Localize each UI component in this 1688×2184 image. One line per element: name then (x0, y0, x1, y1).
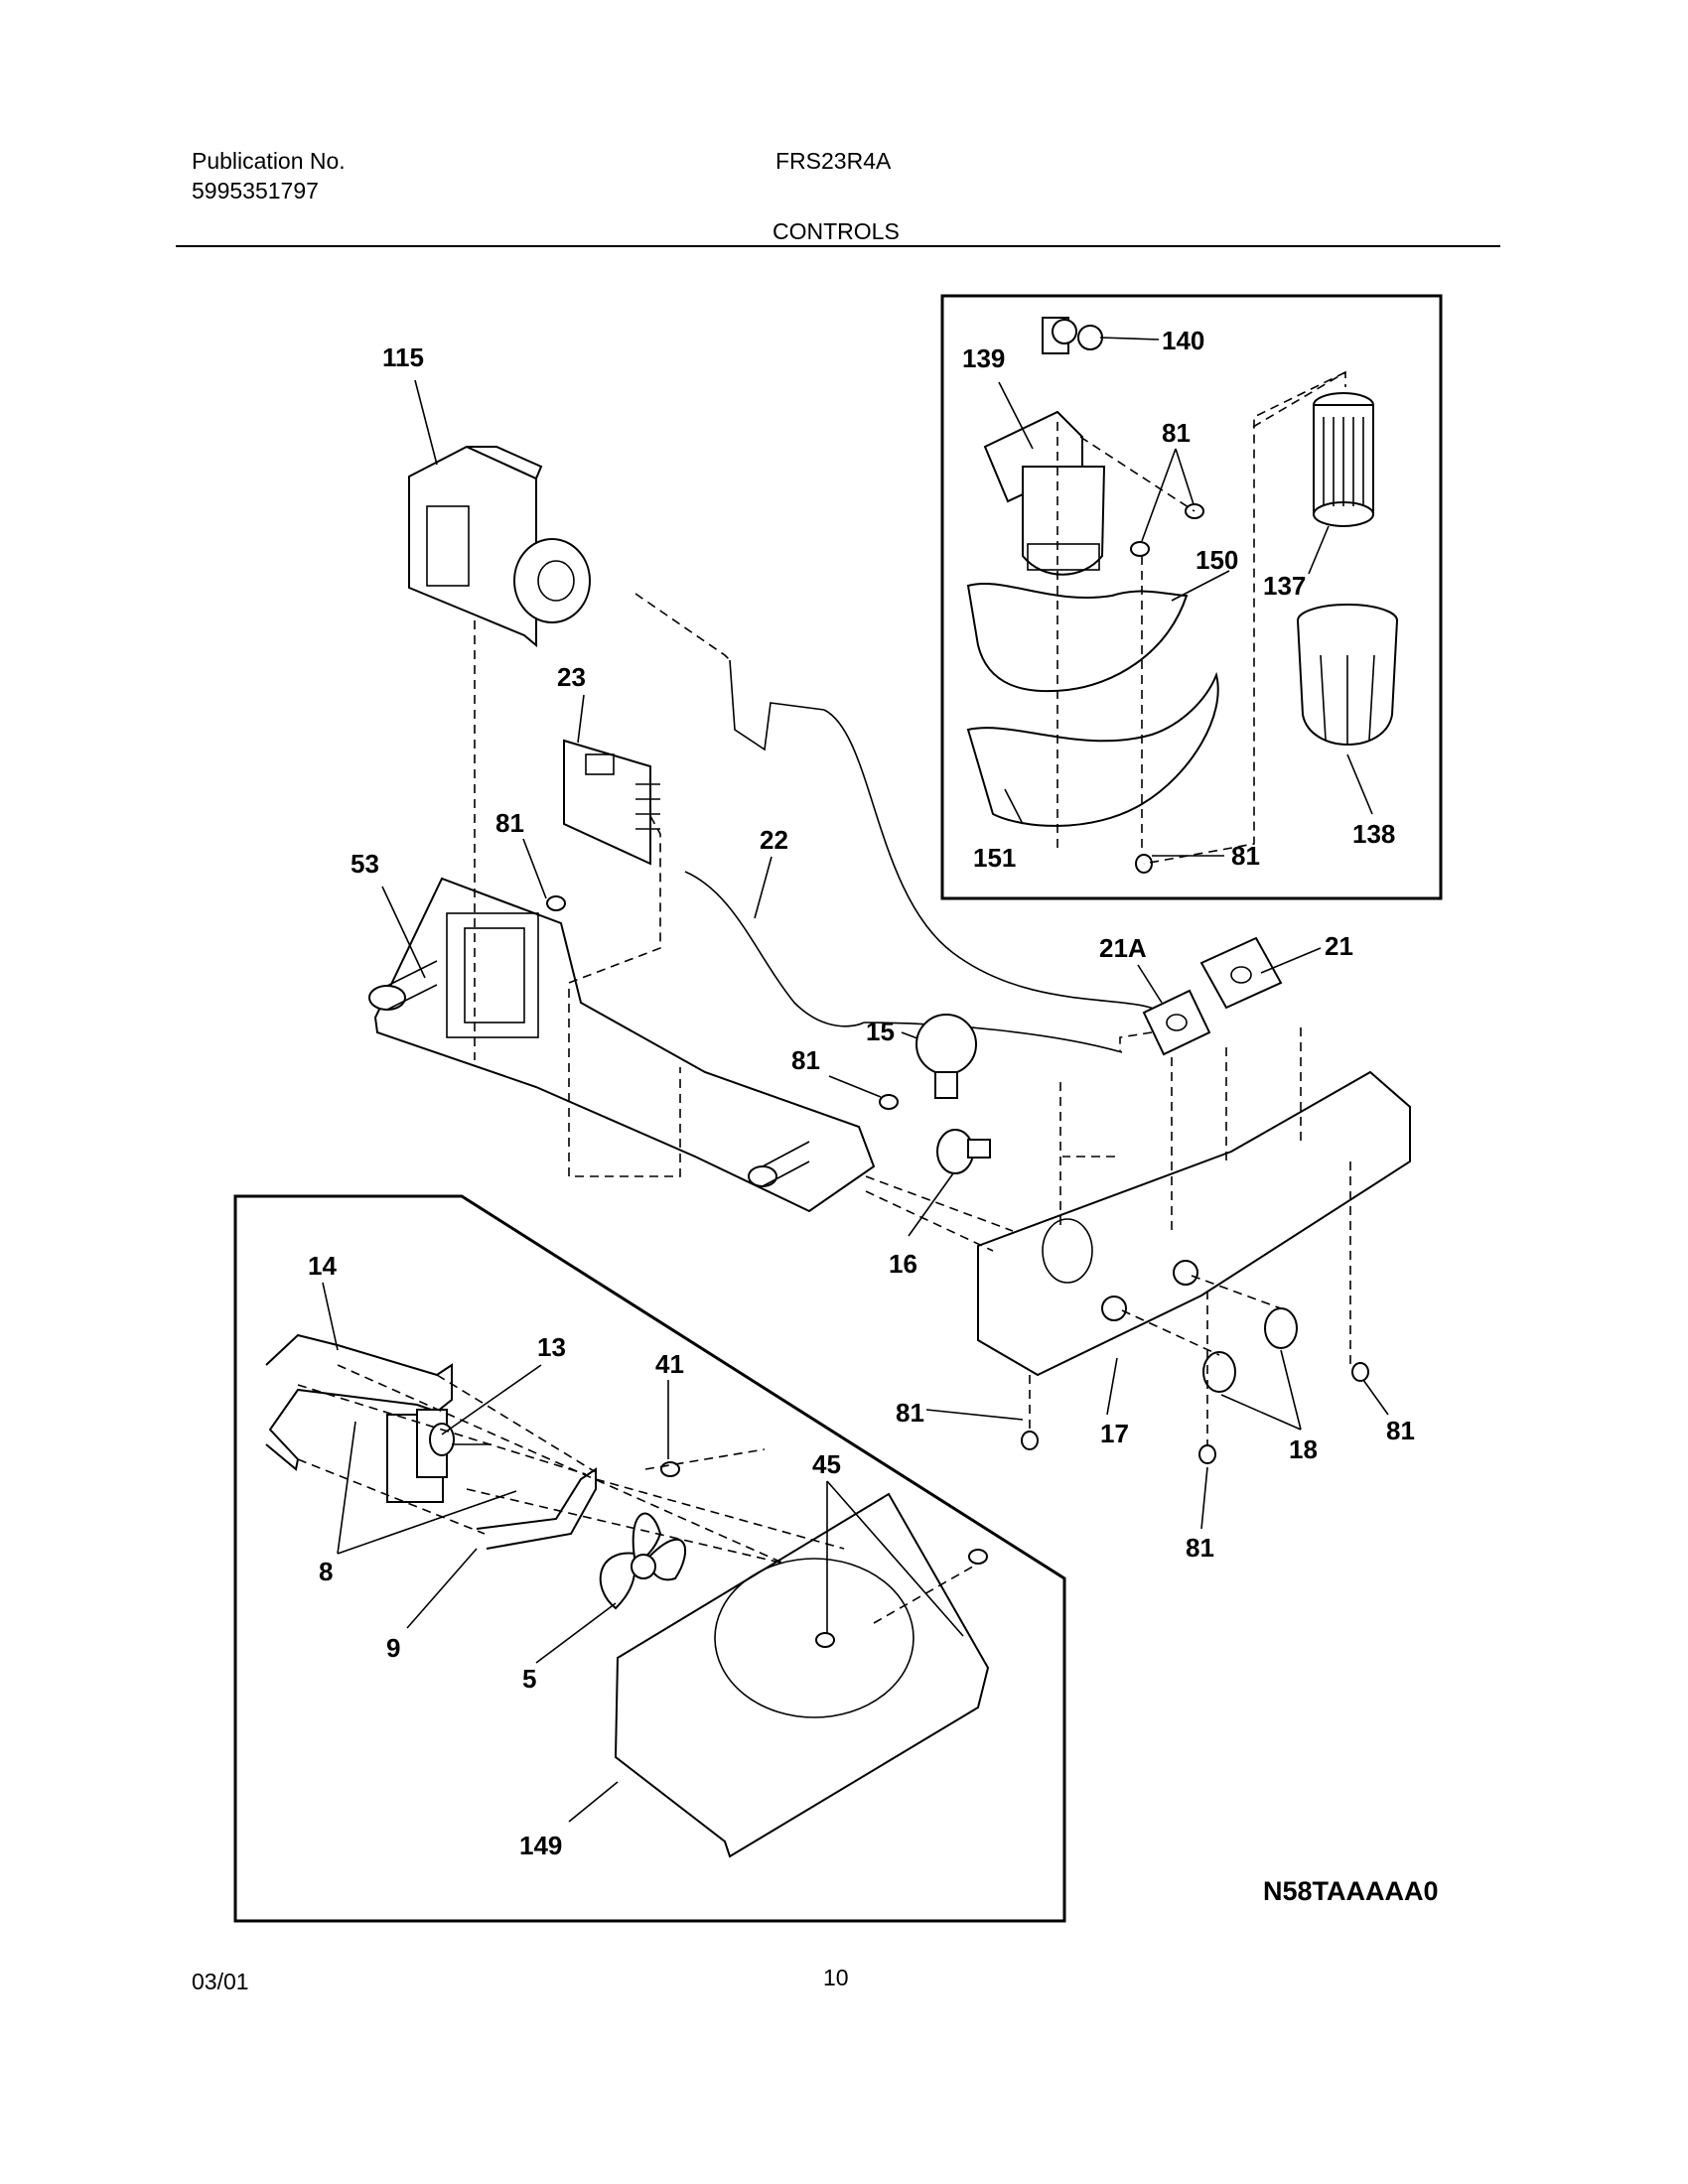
callout-9: 9 (386, 1633, 400, 1663)
callout-81: 81 (896, 1398, 924, 1428)
callout-81: 81 (495, 808, 524, 838)
fan-inset-frame (233, 1194, 1066, 1923)
fan-shroud-part (614, 1492, 990, 1858)
filter-lower-cover-part (966, 671, 1219, 827)
callout-138: 138 (1352, 819, 1395, 849)
callout-14: 14 (308, 1251, 337, 1281)
header-rule (176, 245, 1500, 247)
control-knob-part (1202, 1307, 1298, 1393)
callout-149: 149 (519, 1831, 562, 1860)
leader-lines (322, 337, 1389, 1823)
filter-cartridge-part (1313, 392, 1374, 527)
callout-151: 151 (973, 843, 1016, 873)
callout-21a: 21A (1099, 933, 1147, 963)
switch-21-part (1199, 936, 1283, 1010)
callout-5: 5 (522, 1664, 536, 1694)
callout-45: 45 (812, 1449, 841, 1479)
alignment-lines (297, 370, 1351, 1624)
callout-150: 150 (1196, 545, 1238, 575)
dispenser-housing-part (368, 877, 876, 1213)
callout-23: 23 (557, 662, 586, 692)
publication-number: 5995351797 (192, 178, 319, 204)
callout-81: 81 (1186, 1533, 1214, 1563)
callout-17: 17 (1100, 1419, 1129, 1448)
callout-18: 18 (1289, 1434, 1318, 1464)
callout-16: 16 (889, 1249, 917, 1279)
model-number: FRS23R4A (775, 148, 892, 174)
fan-blade-part (599, 1512, 687, 1610)
callout-41: 41 (655, 1349, 684, 1379)
control-housing-part (408, 445, 591, 648)
fan-motor-part (386, 1409, 492, 1503)
lamp-socket-part (936, 1129, 991, 1174)
callout-140: 140 (1162, 326, 1204, 355)
callout-81: 81 (1386, 1416, 1415, 1445)
footer-date: 03/01 (192, 1969, 249, 1994)
callout-115: 115 (382, 342, 424, 372)
callout-81: 81 (791, 1045, 820, 1075)
callout-21: 21 (1325, 931, 1353, 961)
control-bracket-part (977, 1070, 1411, 1377)
diagram-code: N58TAAAAA0 (1263, 1876, 1439, 1906)
callout-81: 81 (1162, 418, 1191, 448)
section-title: CONTROLS (773, 218, 900, 244)
callout-8: 8 (319, 1557, 333, 1586)
callout-15: 15 (866, 1017, 895, 1046)
callout-137: 137 (1263, 571, 1306, 601)
callout-53: 53 (351, 849, 379, 879)
filter-upper-cover-part (966, 582, 1189, 693)
control-board-part (563, 739, 660, 866)
publication-label: Publication No. (192, 148, 346, 174)
switch-21a-part (1142, 989, 1211, 1056)
page-number: 10 (823, 1965, 849, 1990)
sensor-tube-part (684, 659, 1163, 1053)
callout-139: 139 (962, 343, 1005, 373)
callout-81: 81 (1231, 841, 1260, 871)
lamp-bulb-part (915, 1014, 977, 1099)
filter-bowl-part (1297, 604, 1398, 746)
callout-22: 22 (760, 825, 788, 855)
filter-inset-frame (940, 294, 1443, 900)
callout-13: 13 (537, 1332, 566, 1362)
motor-bracket-part (476, 1467, 597, 1550)
filter-head-part (983, 317, 1106, 576)
